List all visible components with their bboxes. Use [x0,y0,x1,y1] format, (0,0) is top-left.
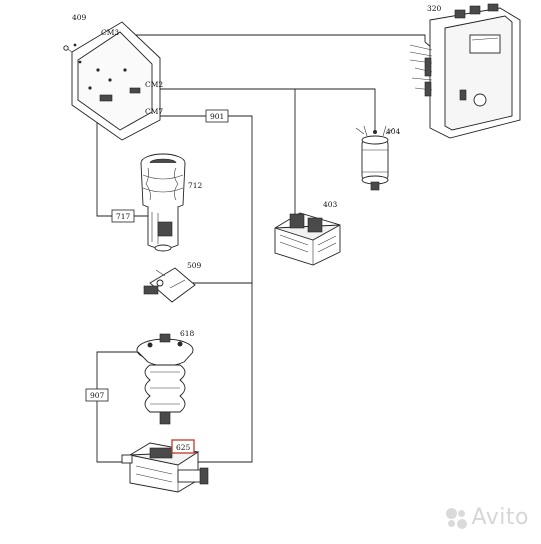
label-509: 509 [187,261,202,270]
capacitor-404 [355,125,395,191]
wire-cm2 [160,88,376,130]
wire-box-907: 907 [85,388,109,402]
svg-text:901: 901 [210,112,224,121]
label-403: 403 [323,200,338,209]
part-labels: 409 CM3 320 CM2 CM7 404 712 403 509 618 [72,4,442,338]
control-board-409 [63,21,161,141]
label-320: 320 [427,4,442,13]
transformer-403 [274,212,341,266]
switch-509 [143,267,196,303]
label-618: 618 [180,329,195,338]
label-cm3: CM3 [101,28,119,37]
avito-watermark: Avito [444,505,529,530]
wire-cm3 [117,34,426,42]
label-404: 404 [386,127,401,136]
label-712: 712 [188,181,203,190]
display-module-320 [409,3,521,139]
label-cm2: CM2 [145,80,163,89]
wire-labels: 901 717 907 625 [85,109,229,454]
wire-box-717: 717 [111,209,135,223]
wire-907 [96,351,148,463]
svg-text:717: 717 [116,212,131,221]
svg-text:907: 907 [90,391,105,400]
label-409: 409 [72,13,87,22]
watermark-text: Avito [471,505,529,530]
grinder-motor-712 [140,153,186,252]
wire-box-625-highlighted: 625 [171,439,195,454]
svg-text:625: 625 [176,443,191,452]
label-cm7: CM7 [145,107,163,116]
heater-618 [136,333,194,425]
wire-box-901: 901 [205,109,229,123]
pump-625 [121,442,209,493]
avito-dots-icon [444,506,468,530]
